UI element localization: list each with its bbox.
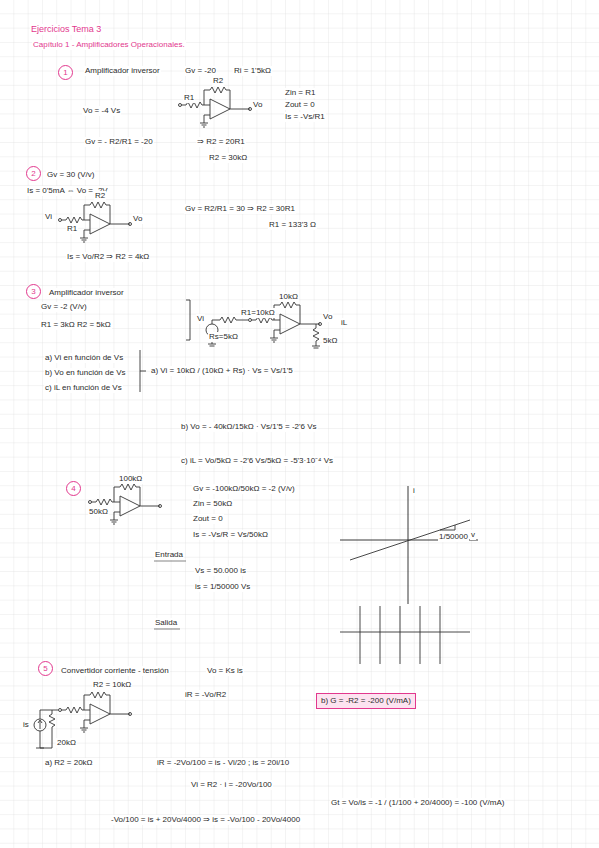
graph-line [350, 520, 470, 560]
note-text: R2 [94, 191, 106, 201]
exercise-number: 3 [26, 284, 41, 299]
note-text: iR = -2Vo/100 = is - Vi/20 ; is = 20i/10 [156, 758, 290, 768]
note-text: R2 = 30kΩ [208, 153, 248, 163]
current-source [34, 719, 46, 731]
input-resistor-wiring [36, 710, 58, 748]
note-text: R1 [183, 93, 195, 103]
note-text: Gv = 30 (V/v) [46, 170, 95, 180]
note-text: Gv = -2 (V/v) [40, 302, 88, 312]
note-text: Vo [252, 100, 263, 110]
exercise-number: 1 [58, 65, 73, 80]
op-amp-circuit [179, 87, 252, 127]
note-text: Vi [196, 314, 205, 324]
note-text: b) Vo en función de Vs [44, 368, 127, 378]
note-text: ⇒ R2 = 20R1 [196, 137, 246, 147]
note-text: Zout = 0 [192, 514, 224, 524]
bracket [186, 300, 190, 340]
note-text: Gv = -20 [184, 66, 217, 76]
number-text: 5 [43, 664, 47, 673]
op-amp-circuit [89, 484, 162, 524]
current-arrow [38, 720, 42, 729]
note-text: iL [340, 318, 348, 328]
note-text: is [22, 720, 30, 730]
note-text: Amplificador inversor [48, 288, 125, 298]
note-text: R1 [66, 224, 78, 234]
note-text: Vo = -4 Vs [82, 106, 121, 116]
note-text: Capítulo 1 - Amplificadores Operacionale… [32, 40, 186, 50]
note-text: i [412, 486, 416, 496]
page-title: Ejercicios Tema 3 [30, 24, 102, 35]
note-text: 1/50000 [438, 532, 469, 542]
note-text: R1 = 133'3 Ω [268, 220, 317, 230]
note-text: 10kΩ [278, 292, 299, 302]
result-box: b) G = -R2 = -200 (V/mA) [316, 693, 416, 709]
note-text: Is = -Vs/R = Vs/50kΩ [192, 530, 269, 540]
note-text: b) Vo = - 40kΩ/15kΩ · Vs/1'5 = -2'6 Vs [180, 422, 318, 432]
note-text: R2 [212, 76, 224, 86]
note-text: Is = -Vs/R1 [284, 112, 326, 122]
note-text: c) iL = Vo/5kΩ = -2'6 Vs/5kΩ = -5'3·10⁻⁴… [180, 456, 334, 466]
note-text: Zin = R1 [284, 88, 316, 98]
exercise-number: 4 [66, 481, 81, 496]
note-text: Is = Vo/R2 ⇒ R2 = 4kΩ [66, 252, 150, 262]
note-text: Vo [322, 312, 333, 322]
note-text: Salida [154, 618, 178, 628]
note-text: Gt = Vo/is = -1 / (1/100 + 20/4000) = -1… [330, 798, 505, 808]
note-text: Zout = 0 [284, 100, 316, 110]
note-text: Convertidor corriente - tensión [60, 666, 170, 676]
result-text: b) G = -R2 = -200 (V/mA) [321, 696, 411, 705]
slope-triangle [440, 525, 455, 530]
note-text: 50kΩ [88, 507, 109, 517]
note-text: Amplificador inversor [84, 66, 161, 76]
graph-axes [340, 486, 478, 604]
note-text: Vs = 50.000 is [194, 566, 247, 576]
number-text: 2 [31, 169, 35, 178]
note-text: Gv = - R2/R1 = -20 [84, 137, 154, 147]
number-text: 4 [71, 484, 75, 493]
note-text: Rs=5kΩ [208, 332, 239, 342]
note-text: iR = -Vo/R2 [184, 690, 227, 700]
note-text: Ri = 1'5kΩ [233, 66, 272, 76]
note-text: 100kΩ [118, 474, 143, 484]
brace [140, 350, 146, 392]
note-text: is = 1/50000 Vs [194, 582, 251, 592]
note-text: R2 = 10kΩ [92, 680, 132, 690]
note-text: a) Vi = 10kΩ / (10kΩ + Rs) · Vs = Vs/1'5 [150, 366, 294, 376]
note-text: -Vo/100 = is + 20Vo/4000 ⇒ is = -Vo/100 … [110, 815, 301, 825]
load-resistor [312, 324, 320, 348]
note-text: 20kΩ [56, 738, 77, 748]
note-text: Vi = R2 · i = -20Vo/100 [190, 780, 273, 790]
note-text: v [470, 530, 476, 540]
note-text: R1 = 3kΩ R2 = 5kΩ [40, 320, 112, 330]
op-amp-circuit [59, 692, 132, 732]
note-text: Entrada [154, 550, 184, 560]
number-text: 3 [31, 287, 35, 296]
note-text: c) iL en función de Vs [44, 383, 123, 393]
note-text: a) Vi en función de Vs [44, 353, 124, 363]
note-text: a) R2 = 20kΩ [44, 758, 94, 768]
exercise-number: 5 [38, 661, 53, 676]
note-text: Gv = -100kΩ/50kΩ = -2 (V/v) [192, 484, 296, 494]
number-text: 1 [63, 68, 67, 77]
op-amp-circuit [59, 202, 132, 242]
underline [154, 561, 186, 629]
note-text: Gv = R2/R1 = 30 ⇒ R2 = 30R1 [184, 204, 296, 214]
note-text: Vo = Ks is [206, 666, 244, 676]
note-text: Vi [44, 212, 53, 222]
output-graph [340, 606, 470, 664]
exercise-number: 2 [26, 166, 41, 181]
note-text: R1=10kΩ [240, 308, 276, 318]
note-text: 5kΩ [322, 336, 338, 346]
note-text: Vo [132, 214, 143, 224]
note-text: Zin = 50kΩ [192, 499, 233, 509]
